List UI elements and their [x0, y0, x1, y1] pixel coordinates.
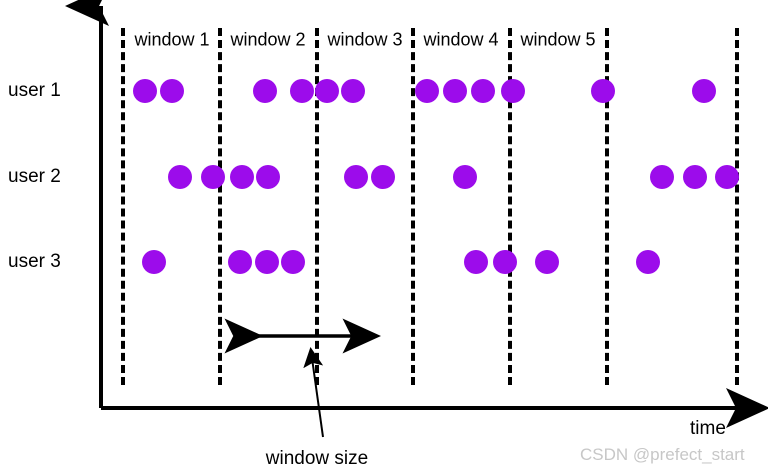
event-dot	[636, 250, 660, 274]
event-dot	[535, 250, 559, 274]
user-row-label-1: user 1	[8, 80, 61, 101]
event-dot	[256, 165, 280, 189]
event-dot	[591, 79, 615, 103]
window-divider-1	[121, 28, 125, 385]
x-axis-label-time: time	[690, 418, 726, 439]
window-divider-2	[218, 28, 222, 385]
event-dot	[228, 250, 252, 274]
window-divider-5	[508, 28, 512, 385]
window-divider-7	[735, 28, 739, 385]
event-dot	[415, 79, 439, 103]
event-dot	[344, 165, 368, 189]
event-dot	[160, 79, 184, 103]
window-label-1: window 1	[134, 29, 210, 50]
event-dot	[142, 250, 166, 274]
user-row-label-2: user 2	[8, 166, 61, 187]
event-dot	[683, 165, 707, 189]
event-dot	[290, 79, 314, 103]
event-dot	[168, 165, 192, 189]
window-label-4: window 4	[423, 29, 499, 50]
window-divider-4	[411, 28, 415, 385]
user-row-label-3: user 3	[8, 251, 61, 272]
window-divider-6	[605, 28, 609, 385]
event-dot	[650, 165, 674, 189]
event-dot	[371, 165, 395, 189]
event-dot	[471, 79, 495, 103]
window-label-2: window 2	[230, 29, 306, 50]
event-dot	[715, 165, 739, 189]
event-dot	[201, 165, 225, 189]
event-dot	[453, 165, 477, 189]
event-dot	[464, 250, 488, 274]
window-label-3: window 3	[327, 29, 403, 50]
event-dot	[255, 250, 279, 274]
window-divider-3	[315, 28, 319, 385]
event-dot	[253, 79, 277, 103]
event-dot	[493, 250, 517, 274]
event-dot	[281, 250, 305, 274]
watermark-text: CSDN @prefect_start	[580, 445, 745, 464]
event-dot	[230, 165, 254, 189]
window-label-5: window 5	[520, 29, 596, 50]
event-dot	[133, 79, 157, 103]
event-dot	[692, 79, 716, 103]
event-dot	[501, 79, 525, 103]
event-dot	[341, 79, 365, 103]
event-dot	[315, 79, 339, 103]
window-size-annotation-label: window size	[265, 448, 369, 469]
event-dot	[443, 79, 467, 103]
